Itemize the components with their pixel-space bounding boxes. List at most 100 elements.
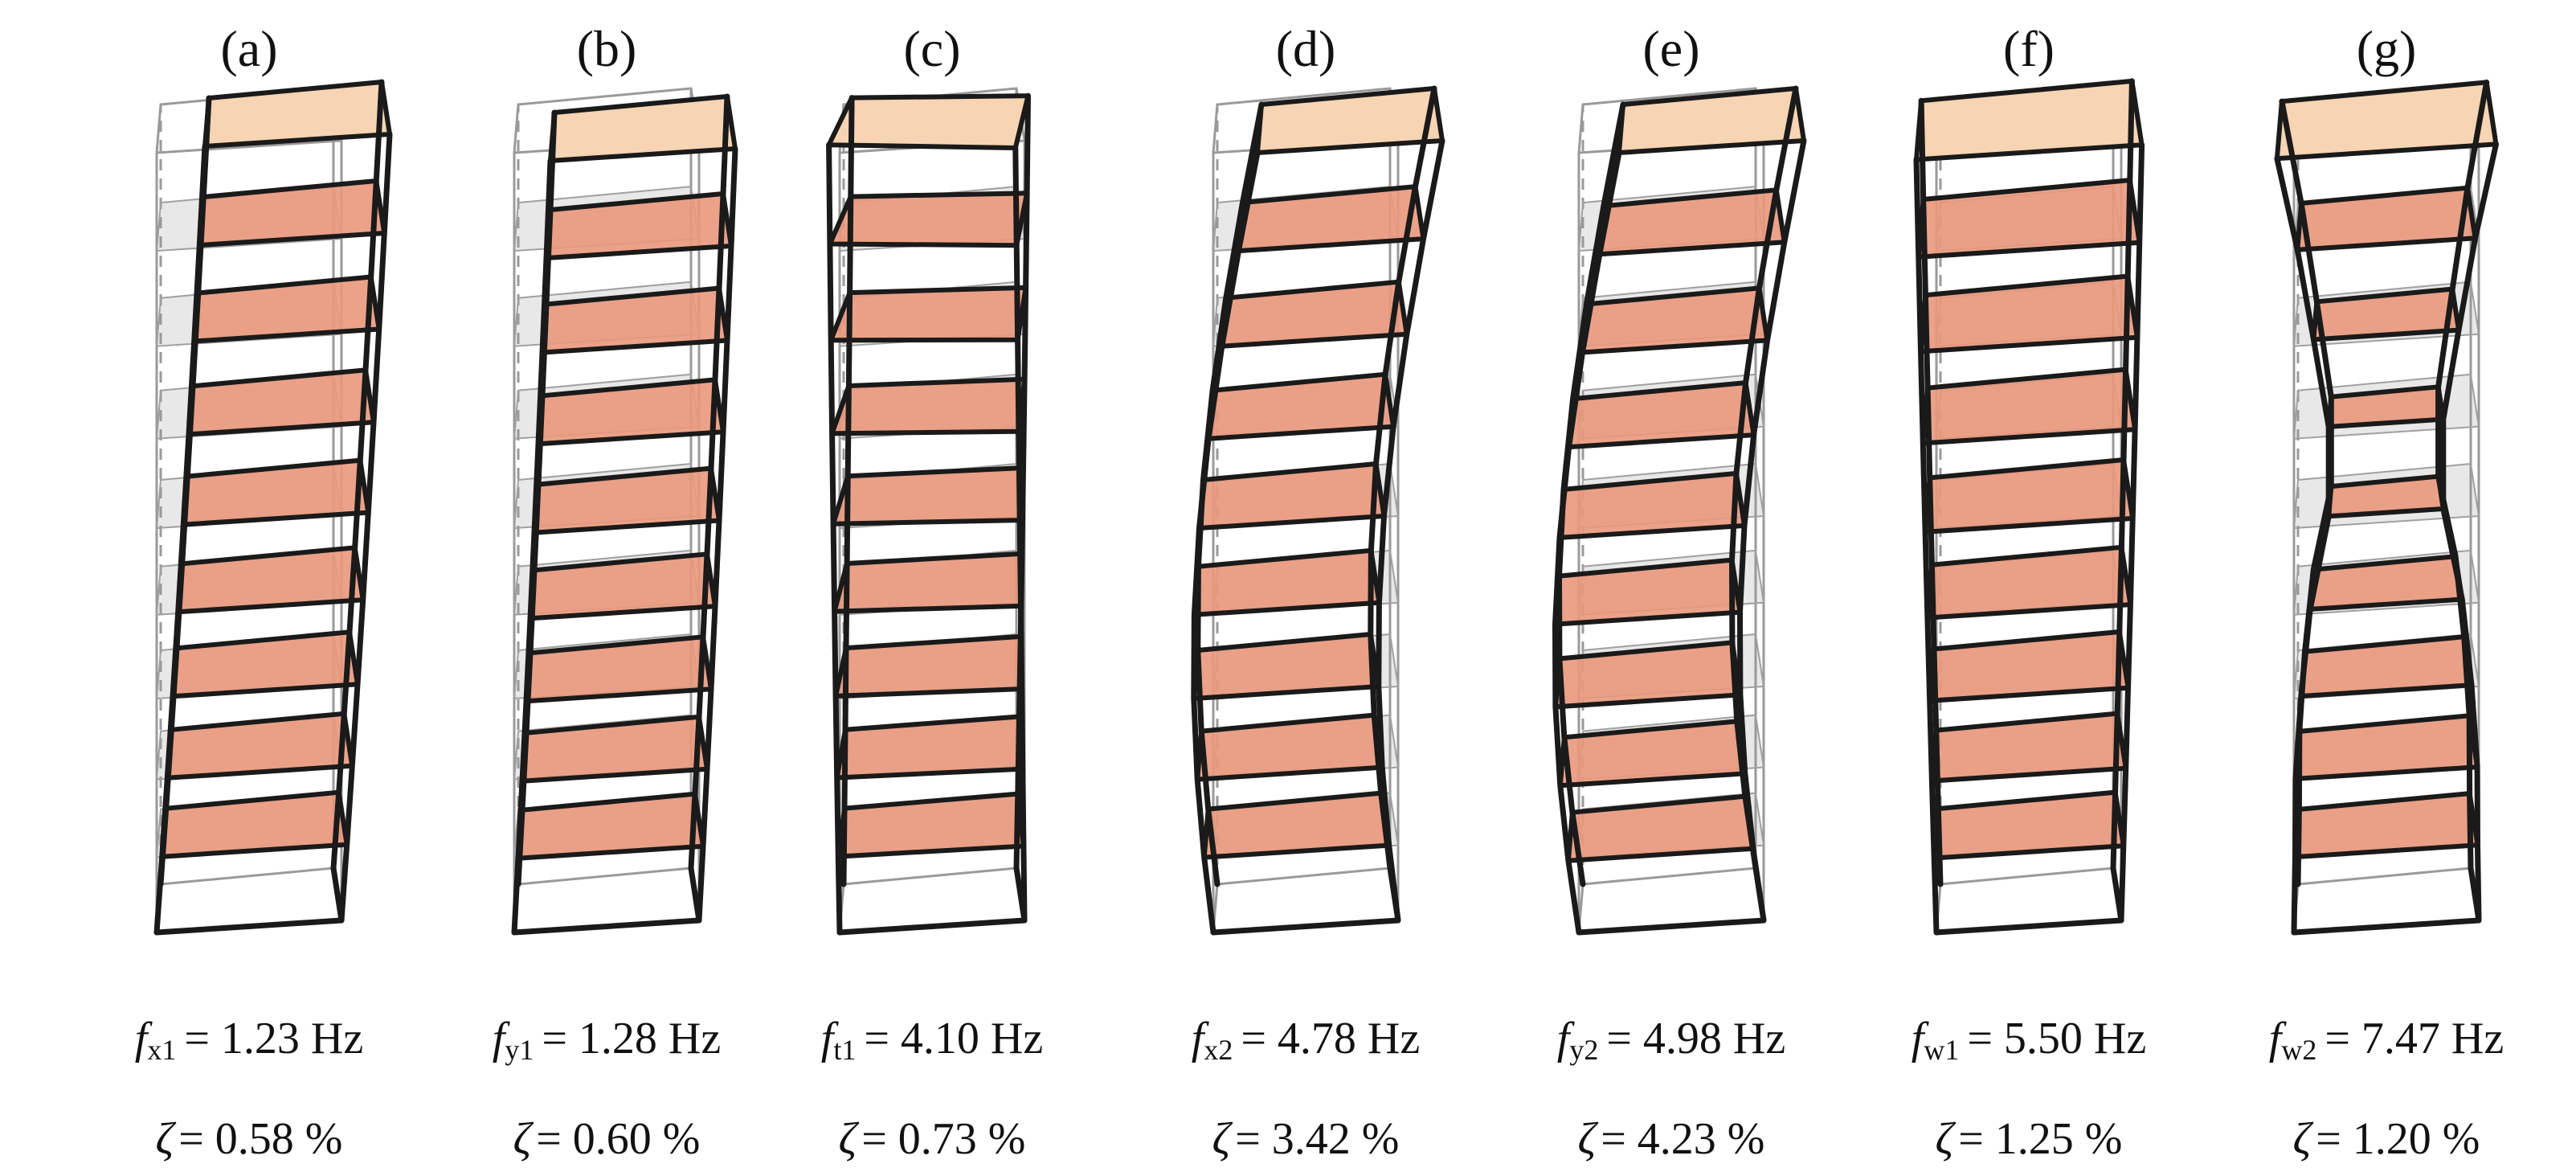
- panel-label: (a): [220, 20, 277, 77]
- deformed-column: [338, 131, 393, 924]
- frequency-subscript: w1: [1924, 1034, 1959, 1066]
- deformed-floor-slab: [520, 714, 709, 784]
- frequency-label: fy1= 1.28 Hz: [493, 1014, 721, 1066]
- deformed-floor-slab: [1916, 178, 2142, 260]
- deformed-column: [1737, 137, 1807, 924]
- frequency-value: = 5.50 Hz: [1967, 1014, 2146, 1063]
- deformed-floor-slab: [1191, 632, 1381, 701]
- deformed-column: [2118, 141, 2145, 924]
- damping-label: ζ= 4.23 %: [1578, 1114, 1765, 1164]
- frequency-label: fw2= 7.47 Hz: [2269, 1014, 2504, 1066]
- deformed-base: [153, 865, 345, 936]
- deformed-floor-slab: [175, 545, 366, 615]
- frequency-label: fw1= 5.50 Hz: [1912, 1014, 2146, 1066]
- deformed-floor-slab: [197, 178, 387, 248]
- deformed-frame: [511, 93, 738, 936]
- deformed-base: [2291, 865, 2482, 936]
- deformed-floor-slab: [1195, 712, 1385, 782]
- panel-label: (g): [2357, 20, 2417, 77]
- frequency-label: fx1= 1.23 Hz: [135, 1014, 363, 1066]
- deformed-floor-slab: [2295, 185, 2478, 252]
- damping-value: = 4.23 %: [1601, 1114, 1764, 1164]
- damping-value: = 0.73 %: [861, 1114, 1025, 1164]
- deformed-frame: [1552, 85, 1807, 936]
- deformed-column: [2279, 98, 2334, 887]
- frequency-label: fy2= 4.98 Hz: [1557, 1014, 1785, 1066]
- frequency-value: = 1.28 Hz: [542, 1014, 721, 1063]
- damping-symbol: ζ: [156, 1114, 177, 1164]
- damping-symbol: ζ: [513, 1114, 534, 1164]
- damping-symbol: ζ: [2293, 1114, 2314, 1164]
- damping-value: = 0.60 %: [536, 1114, 700, 1164]
- deformed-floor-slab: [1929, 711, 2128, 784]
- frequency-value: = 4.78 Hz: [1241, 1014, 1420, 1063]
- damping-symbol: ζ: [839, 1114, 860, 1164]
- deformed-column: [1552, 150, 1622, 936]
- frequency-value: = 7.47 Hz: [2325, 1014, 2504, 1063]
- deformed-floor-slab: [833, 633, 1024, 699]
- deformed-column: [1012, 145, 1028, 924]
- deformed-floor-slab: [1206, 371, 1396, 441]
- deformed-column: [153, 143, 208, 936]
- deformed-column: [330, 79, 385, 871]
- deformed-floor-slab: [516, 791, 705, 861]
- deformed-floor-slab: [1565, 793, 1756, 863]
- frequency-value: = 1.23 Hz: [184, 1014, 363, 1063]
- damping-label: ζ= 1.25 %: [1936, 1114, 2123, 1164]
- deformed-floor-slab: [2292, 791, 2480, 860]
- damping-value: = 1.25 %: [1958, 1114, 2122, 1164]
- deformed-roof: [2274, 80, 2499, 162]
- deformed-column: [1913, 157, 1940, 936]
- damping-label: ζ= 1.20 %: [2293, 1114, 2480, 1164]
- deformed-floor-slab: [1924, 544, 2133, 621]
- frequency-value: = 4.10 Hz: [864, 1014, 1043, 1063]
- frequency-subscript: t1: [833, 1034, 856, 1066]
- deformed-frame: [2274, 79, 2499, 936]
- deformed-frame: [1913, 78, 2145, 936]
- tower-x1: [153, 79, 393, 936]
- frequency-label: fx2= 4.78 Hz: [1192, 1014, 1420, 1066]
- panel-label: (d): [1276, 20, 1336, 77]
- deformed-floor-slab: [159, 789, 350, 859]
- deformed-base: [1576, 865, 1767, 936]
- deformed-floor-slab: [1920, 367, 2138, 446]
- deformed-floor-slab: [1923, 457, 2136, 535]
- deformed-floor-slab: [181, 457, 371, 527]
- deformed-floor-slab: [191, 274, 382, 344]
- frequency-subscript: x2: [1204, 1034, 1233, 1066]
- deformed-base: [1210, 865, 1401, 936]
- damping-value: = 1.20 %: [2316, 1114, 2480, 1164]
- frequency-value: = 4.98 Hz: [1606, 1014, 1785, 1063]
- frequency-subscript: w2: [2281, 1034, 2316, 1066]
- deformed-column: [688, 93, 730, 871]
- tower-t1: [826, 87, 1031, 936]
- deformed-floor-slab: [1201, 790, 1392, 860]
- damping-label: ζ= 0.60 %: [513, 1114, 701, 1164]
- deformed-roof: [826, 93, 1031, 150]
- deformed-floor-slab: [165, 711, 355, 781]
- deformed-floor-slab: [1192, 547, 1382, 617]
- deformed-column: [2440, 141, 2499, 924]
- deformed-column: [2110, 78, 2135, 871]
- deformed-column: [511, 158, 554, 936]
- deformed-column: [1376, 137, 1445, 924]
- deformed-base: [511, 865, 702, 936]
- tower-w2: [2274, 79, 2499, 936]
- deformed-base: [1933, 865, 2124, 936]
- frequency-subscript: x1: [147, 1034, 176, 1066]
- tower-w1: [1913, 78, 2145, 936]
- frequency-subscript: y1: [505, 1034, 534, 1066]
- damping-symbol: ζ: [1212, 1114, 1233, 1164]
- damping-value: = 3.42 %: [1235, 1114, 1399, 1164]
- damping-symbol: ζ: [1578, 1114, 1599, 1164]
- deformed-floor-slab: [1236, 184, 1426, 254]
- deformed-frame: [153, 79, 393, 936]
- deformed-frame: [826, 92, 1031, 936]
- panel-label: (c): [903, 20, 960, 77]
- deformed-floor-slab: [170, 629, 360, 699]
- deformed-floor-slab: [2298, 634, 2474, 699]
- deformed-base: [836, 865, 1028, 936]
- deformed-roof: [202, 80, 392, 149]
- panel-label: (b): [577, 20, 637, 77]
